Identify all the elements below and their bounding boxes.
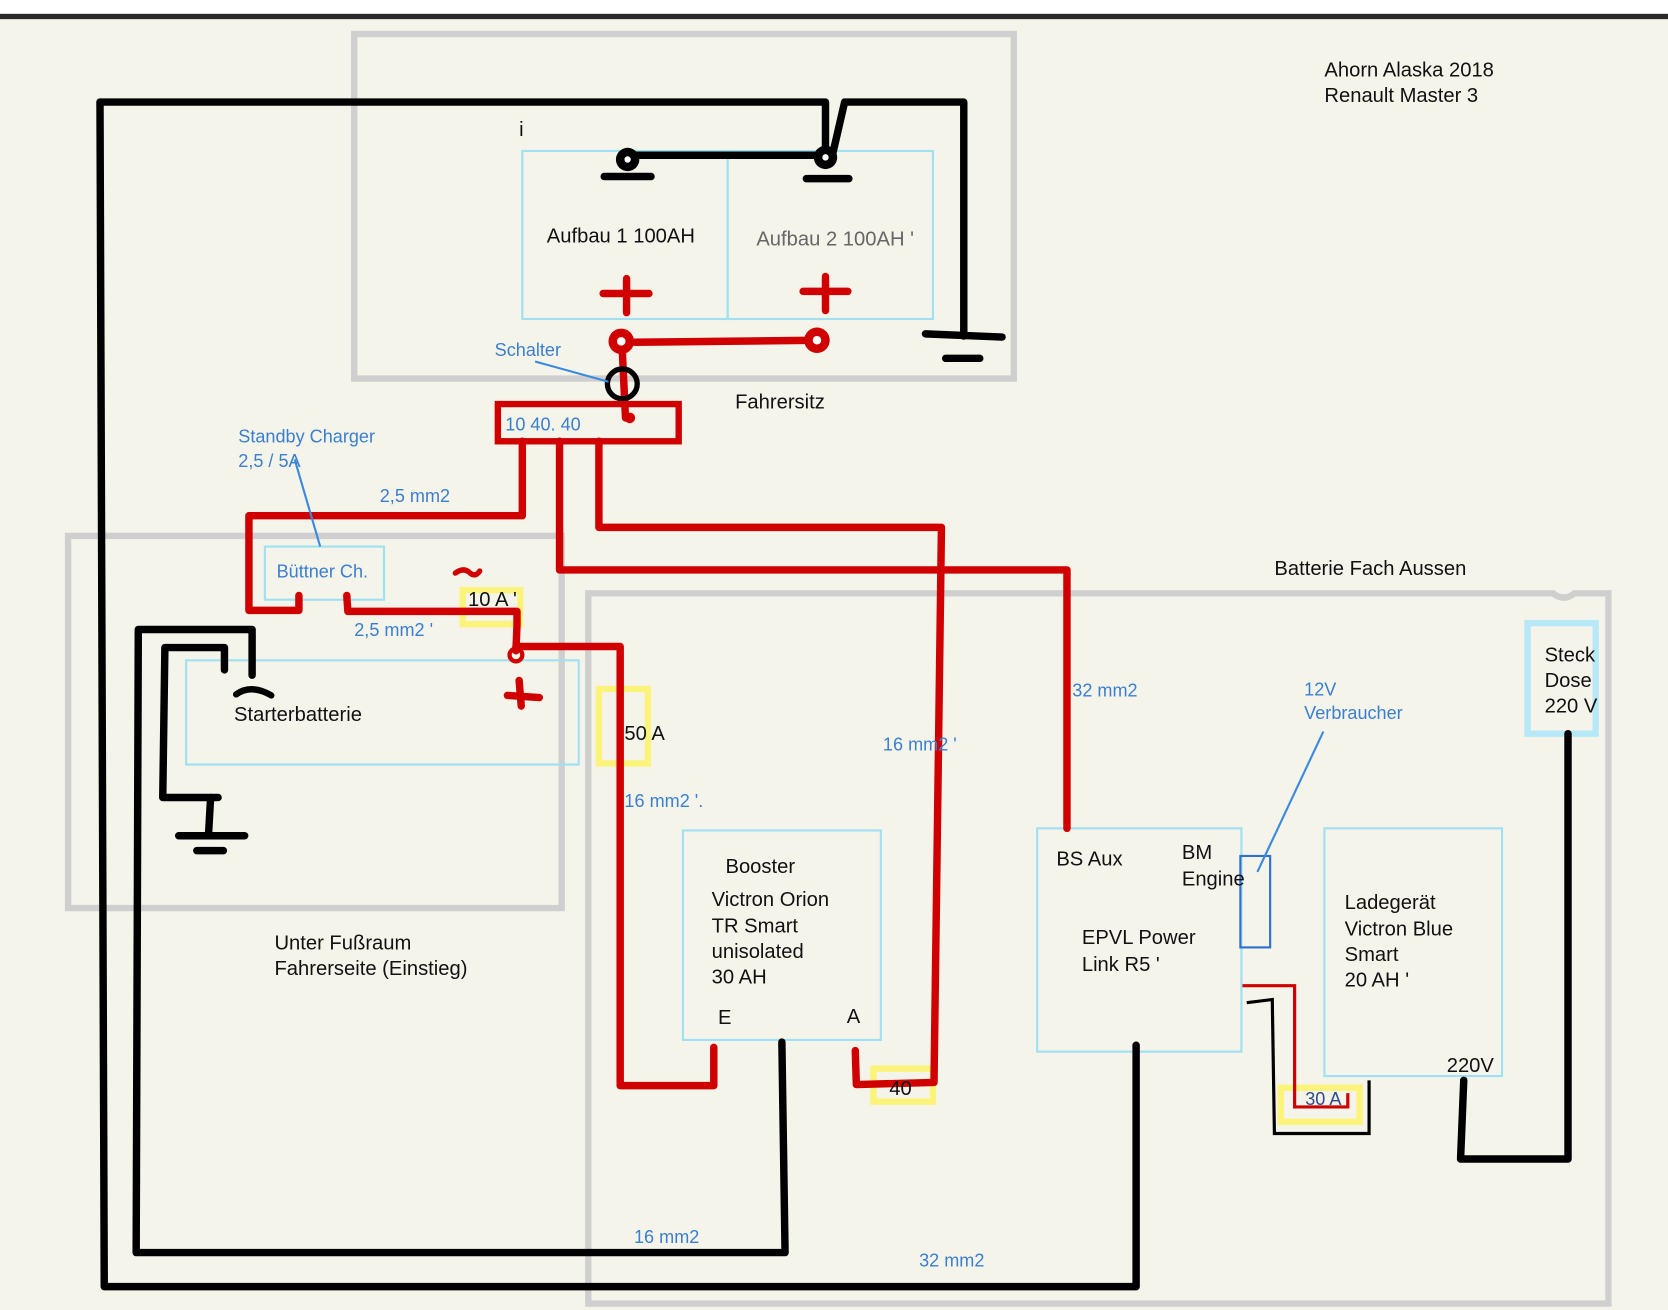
booster-label-4: 30 AH — [712, 967, 767, 989]
ground-wire-outer-left — [96, 98, 1140, 1291]
wire-32-bottom-label: 32 mm2 — [919, 1250, 984, 1270]
fuse-block — [494, 400, 682, 445]
terminal-pos-1-hole — [616, 337, 626, 346]
epvl-ground-thin — [1246, 997, 1371, 1136]
booster-label-1: Victron Orion — [712, 889, 829, 911]
title-line1: Ahorn Alaska 2018 — [1324, 60, 1494, 82]
booster-label-2: TR Smart — [712, 916, 799, 938]
positive-to-switch — [618, 347, 630, 422]
ground-bar-top — [921, 330, 1006, 341]
epvl-label-2: Link R5 ' — [1082, 954, 1160, 976]
aux-battery-1-label: Aufbau 1 100AH — [547, 225, 695, 247]
title-line2: Renault Master 3 — [1324, 85, 1478, 107]
terminal-pos-2-hole — [812, 336, 822, 345]
starter-battery-box — [185, 659, 580, 766]
terminal-neg-2-hole — [822, 154, 829, 161]
fuse-block-input — [624, 412, 636, 424]
wire-2-5-top-label: 2,5 mm2 — [380, 486, 450, 506]
fuse-charger — [1277, 1084, 1363, 1125]
switch-label: Schalter — [495, 340, 561, 360]
area-outside-compartment — [585, 590, 1612, 1307]
switch-symbol — [604, 366, 640, 402]
booster-out-fuse-label: 40 — [889, 1078, 911, 1100]
starter-plus-v — [515, 676, 525, 710]
booster-in-label: E — [718, 1007, 731, 1029]
aux-battery-2-label: Aufbau 2 100AH ' — [756, 229, 914, 251]
positive-link-batteries — [616, 336, 821, 347]
wire-starter-to-booster — [512, 642, 718, 1090]
ground-wire-socket — [1456, 729, 1572, 1163]
wire-16-bottom-label: 16 mm2 — [634, 1227, 699, 1247]
charger-fuse-label: 30 A — [1305, 1089, 1342, 1109]
fuse-buettner — [459, 586, 524, 628]
booster-in-fuse-label: 50 A — [624, 723, 665, 745]
area-driver-seat — [351, 30, 1017, 382]
switch-leader — [534, 360, 609, 383]
charger-input-label: 220V — [1447, 1055, 1495, 1077]
wire-16-mid-label: 16 mm2 ' — [883, 735, 957, 755]
charger-label-1: Ladegerät — [1345, 892, 1436, 914]
wire-40a-to-booster-out — [595, 437, 946, 1089]
wire-40a-to-epvl — [555, 437, 1071, 833]
standby-charger-label: Standby Charger — [238, 426, 375, 446]
charger-label-2: Victron Blue — [1345, 919, 1454, 941]
buettner-fuse-label: 10 A ' — [468, 589, 517, 611]
wire-16-left-label: 16 mm2 '. — [624, 791, 703, 811]
ground-wire-starter-outer — [132, 625, 789, 1257]
starter-ground-stem — [204, 793, 215, 839]
area-footwell — [64, 532, 565, 912]
epvl-bm-label: BM — [1182, 842, 1212, 864]
booster-label-3: unisolated — [712, 941, 804, 963]
charger-label-4: 20 AH ' — [1345, 970, 1409, 992]
top-bar — [0, 0, 1668, 15]
standby-charger-leader — [293, 459, 322, 547]
terminal-neg-1-hole — [624, 156, 631, 163]
standby-charger-rating: 2,5 / 5A — [238, 451, 301, 471]
wire-2-5-bottom-label: 2,5 mm2 ' — [354, 620, 433, 640]
ground-wire-starter-inner — [159, 643, 229, 802]
consumers-label-1: 12V — [1304, 679, 1336, 699]
booster-label-0: Booster — [725, 856, 795, 878]
ground-wire-right — [828, 98, 968, 340]
wire-32-top-label: 32 mm2 — [1072, 680, 1137, 700]
charger-label-3: Smart — [1345, 944, 1399, 966]
footwell-label-2: Fahrerseite (Einstieg) — [274, 958, 467, 980]
driver-seat-label: Fahrersitz — [735, 391, 825, 413]
footwell-label-1: Unter Fußraum — [274, 933, 411, 955]
starter-battery-label: Starterbatterie — [234, 704, 362, 726]
buettner-tilde-mark — [452, 567, 483, 578]
fuse-block-label: 10 40. 40 — [505, 415, 580, 435]
booster-out-label: A — [847, 1006, 861, 1028]
epvl-label-1: EPVL Power — [1082, 927, 1196, 949]
ground-wire-main — [96, 98, 830, 162]
consumers-leader — [1256, 731, 1325, 873]
charger-box — [1323, 827, 1504, 1078]
buettner-label: Büttner Ch. — [277, 561, 368, 581]
socket-box — [1524, 619, 1599, 737]
bm-engine-connector — [1239, 854, 1272, 949]
wire-10a-to-buettner — [245, 437, 527, 615]
socket-label-1: Steck — [1545, 644, 1596, 666]
epvl-to-charger-thin — [1242, 984, 1350, 1109]
epvl-engine-label: Engine — [1182, 869, 1245, 891]
consumers-label-2: Verbraucher — [1304, 703, 1403, 723]
socket-label-2: Dose — [1545, 670, 1592, 692]
socket-label-3: 220 V — [1545, 695, 1598, 717]
epvl-bs-aux-label: BS Aux — [1056, 849, 1122, 871]
top-border — [0, 13, 1668, 20]
stray-i: i — [519, 119, 524, 141]
buettner-box — [263, 545, 386, 601]
outside-compartment-label: Batterie Fach Aussen — [1274, 558, 1466, 580]
starter-negative-mark — [232, 686, 275, 699]
wire-buettner-to-starter — [343, 591, 521, 655]
